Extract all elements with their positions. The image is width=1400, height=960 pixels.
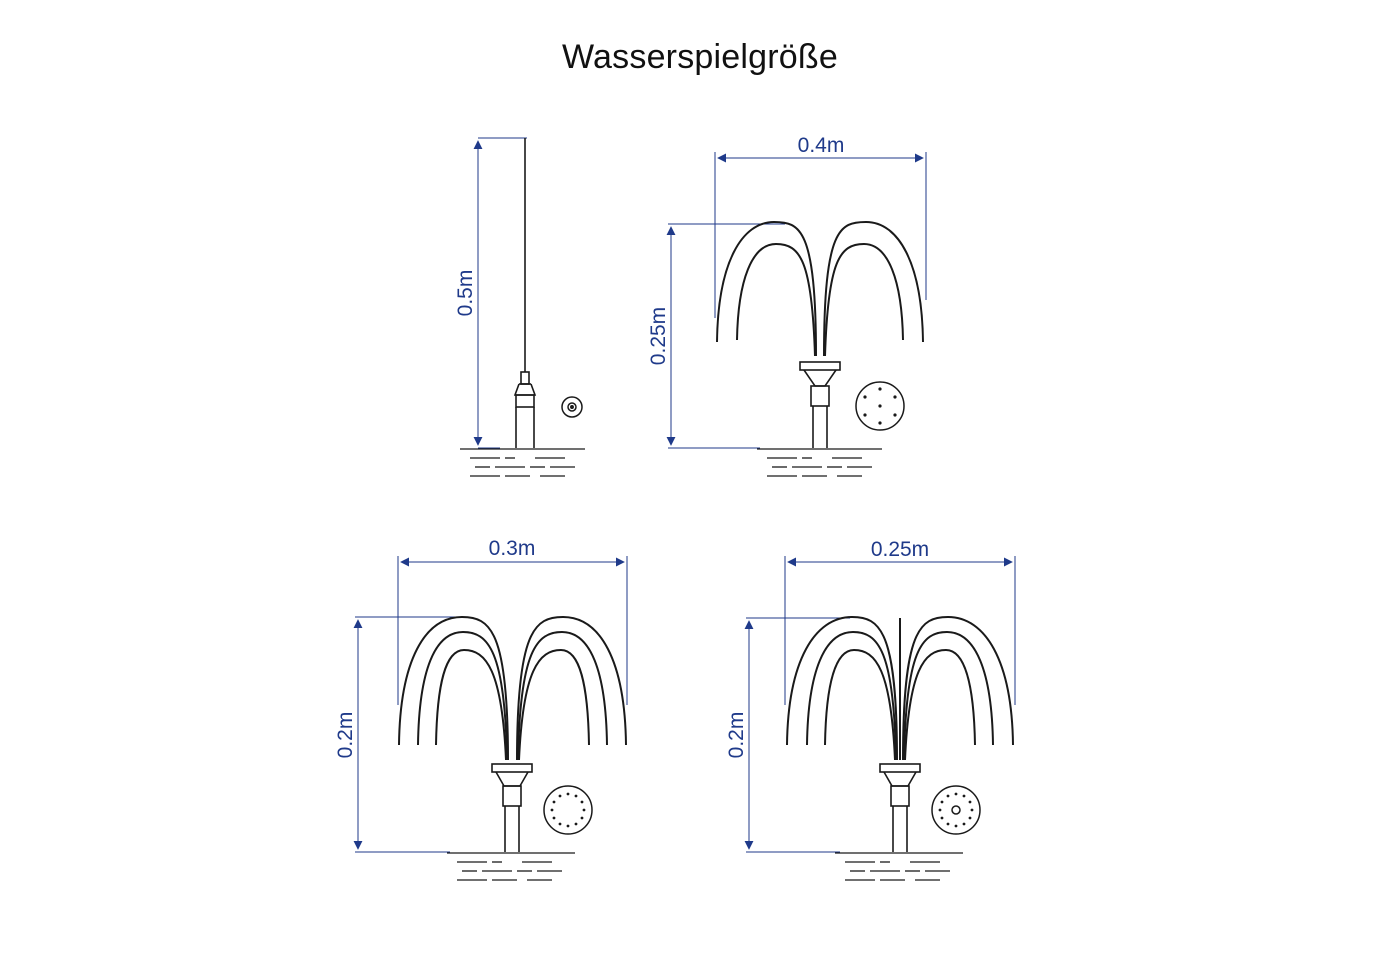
dimension-width	[714, 152, 927, 318]
height-label: 0.2m	[334, 712, 357, 759]
dimension-width	[784, 556, 1016, 705]
nozzle-drawing	[513, 138, 537, 448]
width-label: 0.3m	[489, 537, 536, 560]
water-arcs	[716, 220, 924, 357]
height-label: 0.25m	[647, 307, 670, 365]
water-arcs	[786, 615, 1014, 761]
dimension-height	[744, 617, 850, 853]
water-surface	[460, 448, 585, 477]
nozzle-top-view-icon	[931, 785, 981, 835]
water-surface	[835, 852, 963, 881]
fountain-double-tulip: 0.3m 0.2m	[334, 537, 628, 881]
height-label: 0.2m	[725, 712, 748, 759]
width-label: 0.4m	[798, 134, 845, 157]
nozzle-drawing	[491, 763, 533, 852]
height-label: 0.5m	[454, 270, 477, 317]
dimension-height	[353, 616, 462, 853]
water-surface	[757, 448, 882, 477]
nozzle-top-view-icon	[561, 396, 583, 418]
dimension-width	[397, 556, 628, 705]
width-label: 0.25m	[871, 538, 929, 561]
fountain-single-jet: 0.5m	[454, 137, 585, 477]
fountain-tulip: 0.4m 0.25m	[647, 134, 927, 477]
water-surface	[447, 852, 575, 881]
dimension-height	[666, 223, 785, 449]
page-title: Wasserspielgröße	[562, 38, 838, 76]
nozzle-top-view-icon	[855, 381, 905, 431]
dimension-height	[473, 137, 527, 449]
nozzle-top-view-icon	[543, 785, 593, 835]
fountain-double-tulip-center-jet: 0.25m 0.2m	[725, 538, 1016, 881]
water-arcs	[398, 615, 627, 761]
nozzle-drawing	[799, 361, 841, 448]
nozzle-drawing	[879, 763, 921, 852]
